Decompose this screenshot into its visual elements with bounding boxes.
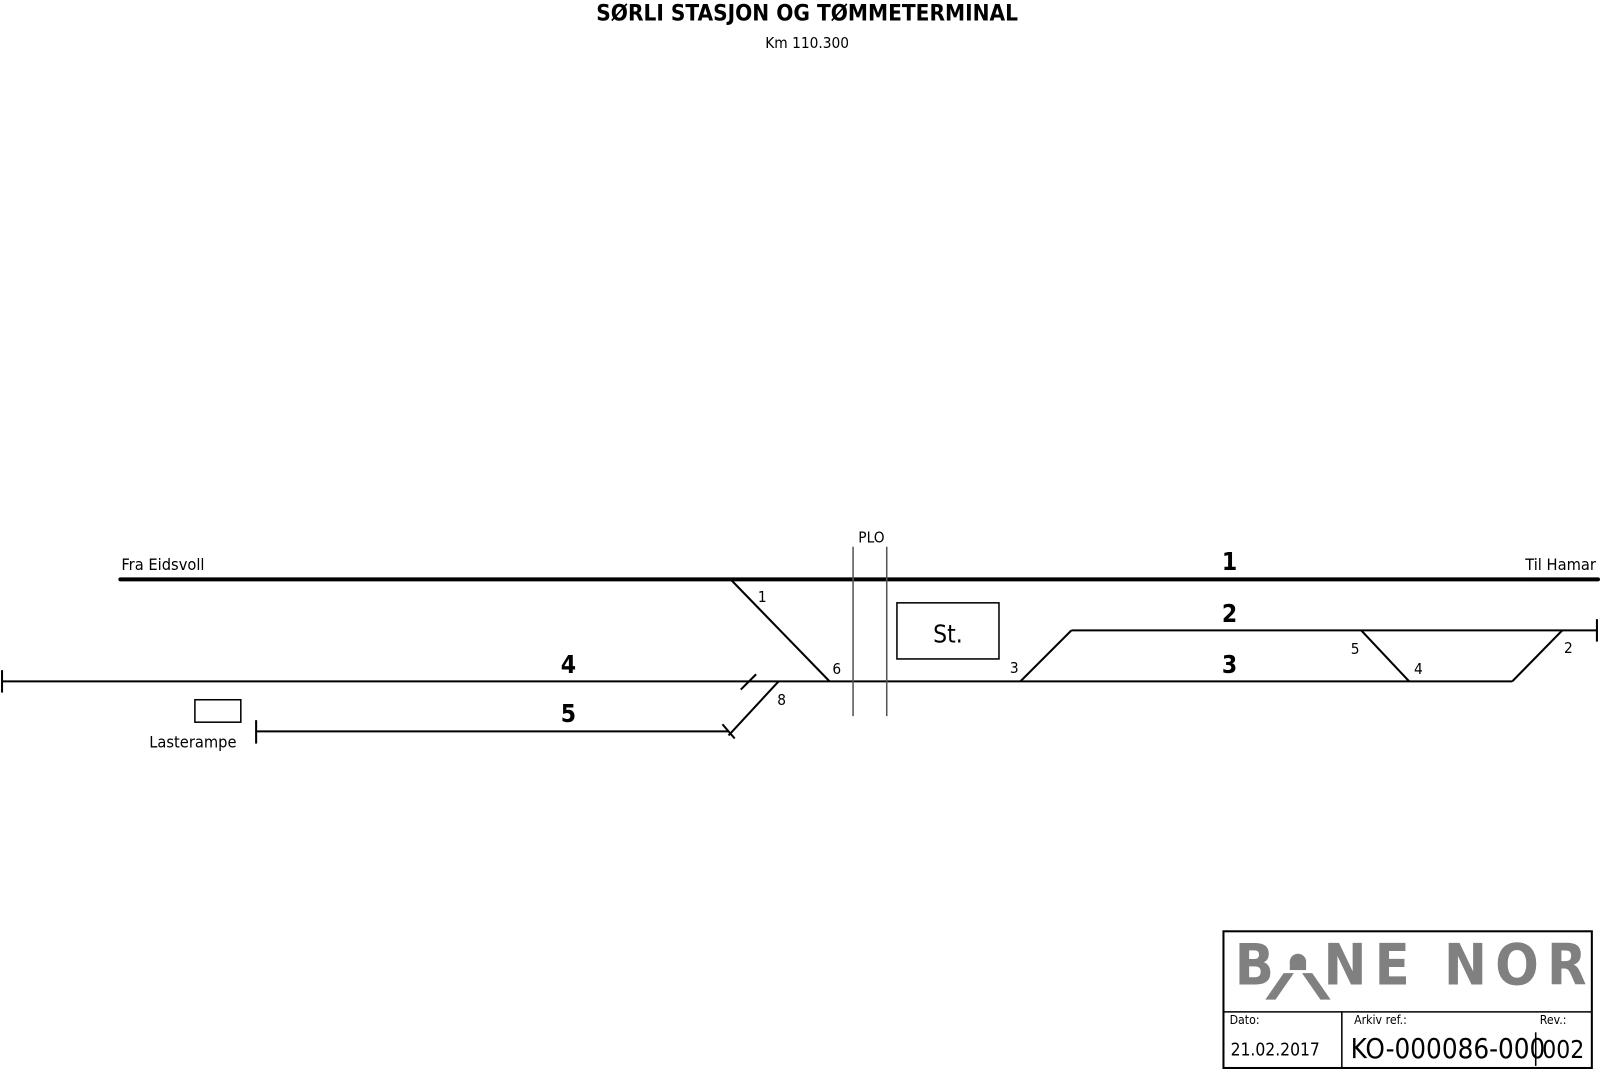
loading-ramp [194, 698, 242, 723]
connection-switch-8 [727, 680, 780, 737]
logo-text-rest: NE NOR [1323, 932, 1594, 998]
direction-to-label: Til Hamar [1524, 555, 1597, 574]
archive-ref-value: KO-000086-000 [1351, 1033, 1546, 1065]
logo-track-a-icon [1265, 953, 1331, 1000]
derailer-mark [740, 673, 757, 691]
track-2-label: 2 [1222, 599, 1237, 628]
archive-ref-label: Arkiv ref.: [1354, 1013, 1407, 1027]
track-5-label: 5 [561, 699, 576, 728]
switch-2-label: 2 [1564, 639, 1573, 657]
connection-switch-2 [1511, 629, 1563, 683]
track-1-label: 1 [1222, 547, 1237, 576]
date-label: Dato: [1230, 1013, 1260, 1027]
date-value: 21.02.2017 [1231, 1041, 1320, 1061]
connection-switch-3 [1019, 629, 1073, 683]
switch-6-label: 6 [832, 660, 841, 678]
direction-from-label: Fra Eidsvoll [121, 555, 204, 574]
track-3-label: 3 [1222, 650, 1237, 679]
switch-1-label: 1 [758, 588, 767, 606]
loading-ramp-label: Lasterampe [149, 733, 236, 752]
crossover-1-6 [729, 578, 831, 683]
crossover-5-4 [1360, 629, 1410, 683]
logo-letter-b: B [1235, 932, 1282, 998]
page-subtitle-km: Km 110.300 [765, 34, 849, 52]
revision-value: 002 [1542, 1035, 1584, 1064]
switch-8-label: 8 [777, 691, 786, 709]
station-building [896, 602, 1000, 660]
page-title: SØRLI STASJON OG TØMMETERMINAL [596, 0, 1018, 26]
switch-4-label: 4 [1414, 660, 1423, 678]
track-5-end-mark [721, 723, 736, 740]
station-label: St. [933, 620, 963, 649]
switch-5-label: 5 [1351, 640, 1360, 658]
plo-label: PLO [858, 529, 884, 547]
bane-nor-logo: B NE NOR [1235, 932, 1594, 1000]
switch-3-label: 3 [1010, 659, 1019, 677]
track-4-label: 4 [561, 650, 576, 679]
title-block: B NE NOR Dato: 21.02.2017 Arkiv ref.: KO… [1222, 930, 1594, 1069]
revision-label: Rev.: [1540, 1013, 1567, 1027]
